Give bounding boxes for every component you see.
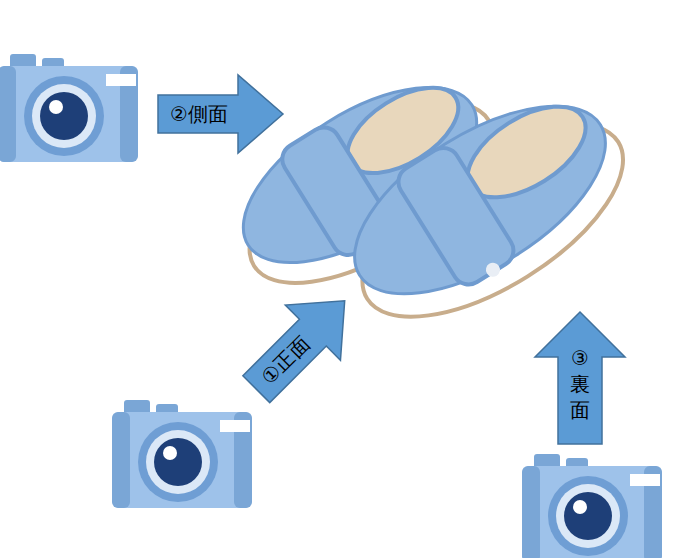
arrow-shape: ①正面 [229,273,373,417]
arrow-label: ③ 裏 面 [559,334,601,434]
arrow-shape: ②側面 [158,75,283,153]
shoe [320,66,654,355]
camera [112,400,252,508]
arrow-shape: ③ 裏 面 [535,312,625,444]
camera [0,54,138,162]
arrow-label: ②側面 [158,95,240,133]
camera [522,454,662,558]
